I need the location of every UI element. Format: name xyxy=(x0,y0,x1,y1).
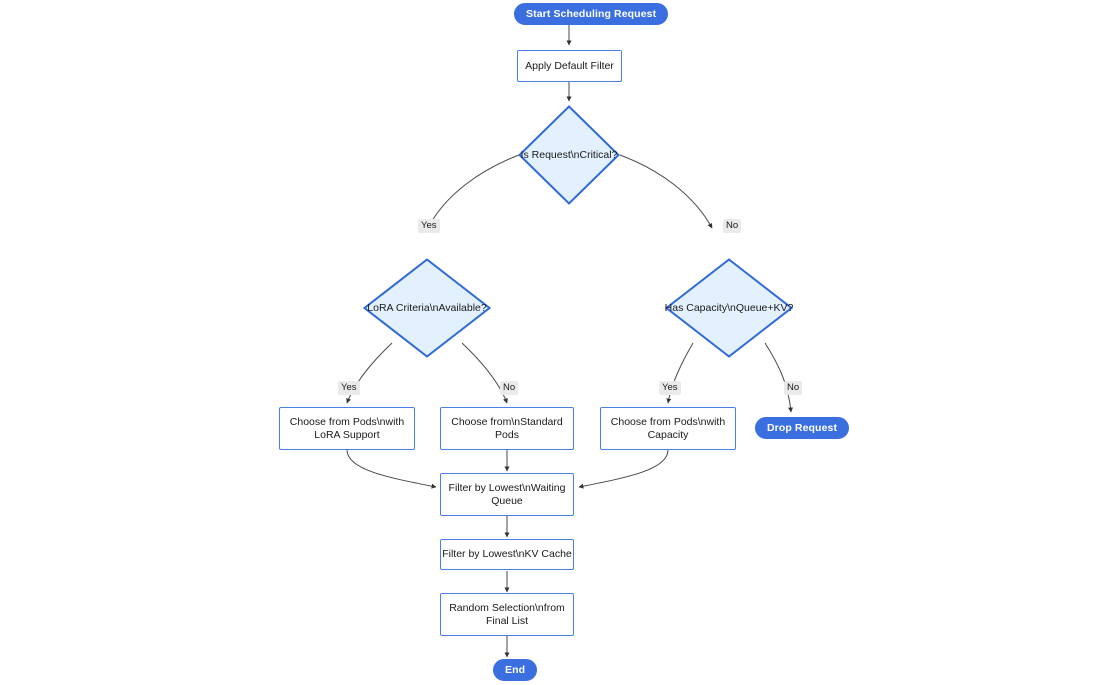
edge-label-capacity-no: No xyxy=(784,381,803,395)
diamond-shape xyxy=(363,258,491,358)
node-filter-waiting-queue[interactable]: Filter by Lowest\nWaiting Queue xyxy=(440,473,574,516)
diamond-shape xyxy=(518,105,620,205)
node-random-selection[interactable]: Random Selection\nfrom Final List xyxy=(440,593,574,636)
node-choose-pods-lora-support[interactable]: Choose from Pods\nwith LoRA Support xyxy=(279,407,415,450)
edge-label-lora-yes: Yes xyxy=(338,381,360,395)
node-has-capacity[interactable]: Has Capacity\nQueue+KV? xyxy=(665,258,793,358)
node-end[interactable]: End xyxy=(493,659,538,681)
edge-podslora-filterqueue xyxy=(346,449,437,489)
node-start-label: Start Scheduling Request xyxy=(526,7,657,20)
node-choose-pods-lora-support-label: Choose from Pods\nwith LoRA Support xyxy=(289,415,405,441)
diamond-shape xyxy=(665,258,793,358)
node-has-capacity-label: Has Capacity\nQueue+KV? xyxy=(664,302,794,314)
node-drop-request[interactable]: Drop Request xyxy=(755,417,850,439)
node-start[interactable]: Start Scheduling Request xyxy=(514,3,669,25)
node-drop-request-label: Drop Request xyxy=(767,421,838,434)
edge-label-lora-no: No xyxy=(500,381,519,395)
node-lora-criteria-available-label: LoRA Criteria\nAvailable? xyxy=(367,302,487,314)
edge-label-critical-yes: Yes xyxy=(418,219,440,233)
node-choose-pods-capacity[interactable]: Choose from Pods\nwith Capacity xyxy=(600,407,736,450)
node-apply-default-filter[interactable]: Apply Default Filter xyxy=(517,50,622,82)
node-is-request-critical-label: Is Request\nCritical? xyxy=(520,149,618,161)
edge-critical-capacity xyxy=(619,154,713,229)
edge-label-capacity-yes: Yes xyxy=(659,381,681,395)
node-apply-default-filter-label: Apply Default Filter xyxy=(525,59,614,72)
edge-label-critical-no: No xyxy=(723,219,742,233)
node-end-label: End xyxy=(505,663,526,676)
node-choose-standard-pods-label: Choose from\nStandard Pods xyxy=(451,415,563,441)
node-filter-kv-cache[interactable]: Filter by Lowest\nKV Cache xyxy=(440,539,574,570)
node-choose-standard-pods[interactable]: Choose from\nStandard Pods xyxy=(440,407,574,450)
node-random-selection-label: Random Selection\nfrom Final List xyxy=(449,601,565,627)
edge-critical-lora xyxy=(427,154,520,229)
edge-podscap-filterqueue xyxy=(578,449,669,489)
node-is-request-critical[interactable]: Is Request\nCritical? xyxy=(518,105,620,205)
node-lora-criteria-available[interactable]: LoRA Criteria\nAvailable? xyxy=(363,258,491,358)
node-filter-kv-cache-label: Filter by Lowest\nKV Cache xyxy=(442,548,572,560)
node-choose-pods-capacity-label: Choose from Pods\nwith Capacity xyxy=(610,415,726,441)
node-filter-waiting-queue-label: Filter by Lowest\nWaiting Queue xyxy=(448,481,566,507)
